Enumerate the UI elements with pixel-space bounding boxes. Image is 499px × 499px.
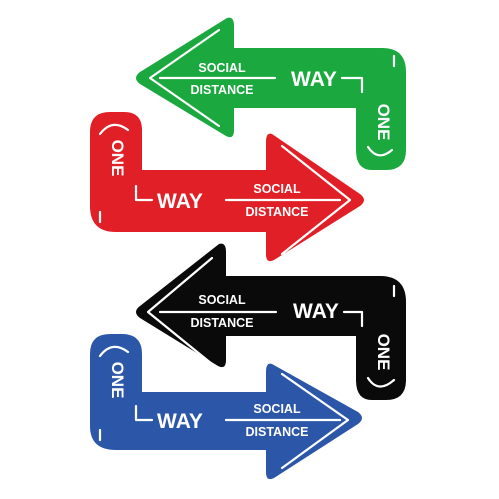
one-label-green: ONE — [374, 104, 393, 141]
way-label-green: WAY — [291, 68, 337, 91]
arrow-shape-red — [90, 112, 364, 262]
one-label-black: ONE — [374, 334, 393, 371]
distance-label-green: DISTANCE — [191, 83, 254, 97]
distance-label-black: DISTANCE — [191, 316, 254, 330]
social-label-red: SOCIAL — [253, 182, 301, 196]
distance-label-red: DISTANCE — [246, 205, 309, 219]
way-label-blue: WAY — [157, 410, 203, 433]
arrow-shape-green — [136, 17, 406, 170]
arrow-shape-blue — [90, 334, 362, 480]
arrow-shape-black — [136, 243, 406, 400]
social-label-green: SOCIAL — [198, 61, 246, 75]
one-label-red: ONE — [108, 140, 127, 177]
social-label-black: SOCIAL — [198, 293, 246, 307]
sticker-red: SOCIAL DISTANCE WAY ONE — [90, 112, 364, 262]
social-label-blue: SOCIAL — [253, 402, 301, 416]
sticker-blue: SOCIAL DISTANCE WAY ONE — [90, 334, 362, 480]
one-label-blue: ONE — [108, 362, 127, 399]
sticker-green: SOCIAL DISTANCE WAY ONE — [136, 17, 406, 170]
way-label-red: WAY — [157, 190, 203, 213]
way-label-black: WAY — [293, 300, 339, 323]
distance-label-blue: DISTANCE — [246, 425, 309, 439]
sticker-black: SOCIAL DISTANCE WAY ONE — [136, 243, 406, 400]
